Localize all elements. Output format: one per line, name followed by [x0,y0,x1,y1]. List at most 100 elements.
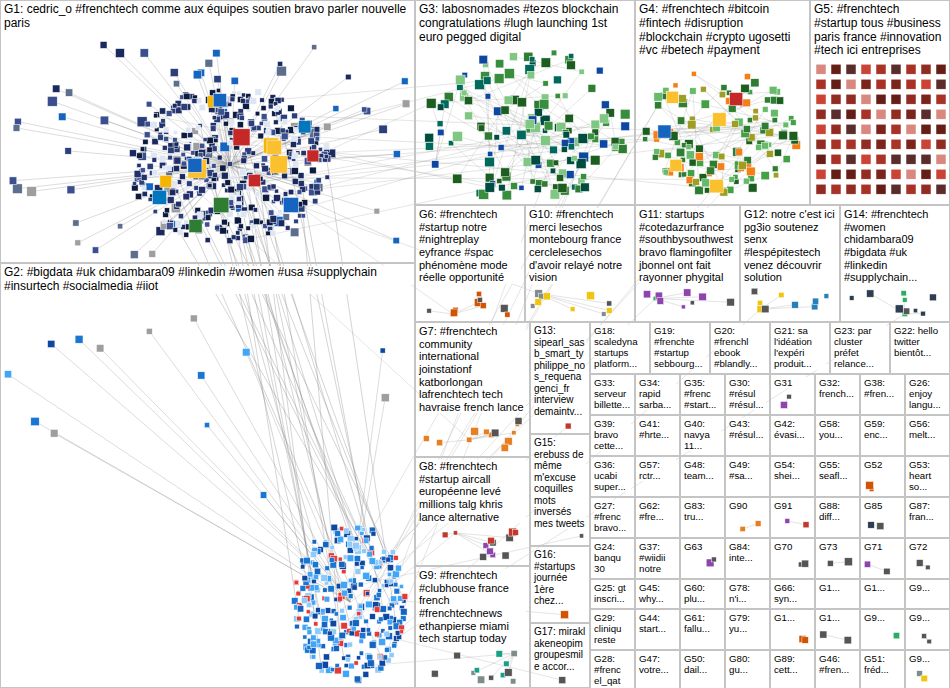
vertex-image [366,591,370,595]
vertex-image [369,547,374,552]
vertex-image [530,304,535,309]
tie-line [295,116,783,135]
vertex-image [334,646,340,652]
vertex-image [702,179,710,187]
vertex-image [356,609,363,616]
vertex-image [328,631,333,636]
group-panel: G29: cliniqu reste [590,609,635,650]
vertex-image [846,139,856,149]
group-panel: G31 [770,374,815,415]
group-label: G48: team... [684,459,721,481]
vertex-image [816,109,826,119]
vertex-image [158,135,163,140]
vertex-image [861,124,871,134]
group-label: G84: inte... [729,541,766,563]
vertex-image [363,572,370,579]
vertex-image [453,131,463,141]
vertex-image [432,161,439,168]
vertex-image [164,208,169,213]
vertex-image [816,169,826,179]
vertex-image [205,238,210,243]
vertex-image [337,536,343,542]
vertex-image [13,125,20,132]
group-label: G87: fran... [909,500,946,522]
vertex-image [572,156,578,162]
vertex-image [581,183,590,192]
vertex-image [248,175,260,187]
group-panel: G52 [860,456,905,497]
group-label: G31 [774,377,811,388]
vertex-image [658,125,671,138]
vertex-image [568,144,574,150]
vertex-image [96,345,104,353]
vertex-image [313,199,318,204]
vertex-image [891,124,901,134]
vertex-image [891,64,901,74]
vertex-image [501,106,509,114]
vertex-image [333,106,339,112]
vertex-image [243,176,247,180]
vertex-image [619,138,625,144]
vertex-image [374,607,380,613]
vertex-image [484,132,492,140]
vertex-image [936,64,946,74]
group-panel: G14: #frenchtech #women chidambara09 #bi… [840,205,950,322]
group-panel: G19: #frenchte #startup sebbourg... [650,322,710,374]
vertex-image [561,146,567,152]
tie-line [177,84,231,165]
group-label: G60: plu... [684,582,721,604]
vertex-image [297,591,302,596]
vertex-image [502,127,510,135]
tie-line [455,533,492,555]
tie-line [104,120,230,165]
vertex-image [323,588,327,592]
vertex-image [14,118,21,125]
vertex-image [876,169,886,179]
vertex-image [152,170,158,176]
group-label: G39: bravo cette... [594,418,631,451]
vertices [4,42,946,685]
vertex-image [214,138,219,143]
vertex-image [431,670,438,677]
vertex-image [346,74,352,80]
vertex-image [394,588,400,594]
group-panel: G1: cedric_o #frenchtech comme aux équip… [0,0,415,263]
vertex-image [164,137,169,142]
vertex-image [427,309,432,314]
vertex-image [513,530,519,536]
group-label: G1: cedric_o #frenchtech comme aux équip… [4,3,411,31]
vertex-image [390,550,395,555]
vertex-image [50,429,58,437]
vertex-image [558,183,567,192]
vertex-image [173,166,179,172]
vertex-image [292,161,299,168]
vertex-image [294,219,299,224]
vertex-image [241,93,245,97]
vertex-image [282,173,288,179]
vertex-image [921,169,931,179]
tie-line [226,124,352,633]
vertex-image [844,637,851,644]
vertex-image [208,184,212,188]
group-panel: G9... [905,579,950,609]
group-panel: G49: #sa... [725,456,770,497]
vertex-image [534,186,541,193]
vertex-image [423,436,429,442]
vertex-image [210,126,216,132]
vertex-image [363,671,369,677]
vertex-image [688,170,695,177]
vertex-image [846,184,856,194]
vertex-image [861,169,871,179]
vertex-image [501,444,508,451]
vertex-image [262,165,269,172]
vertex-image [339,526,343,530]
vertex-image [371,531,376,536]
vertex-image [314,184,320,190]
vertex-image [816,139,826,149]
vertex-image [461,90,467,96]
group-label: G32: french... [819,377,856,399]
vertex-image [696,145,704,153]
vertex-image [831,94,841,104]
vertex-image [364,619,369,624]
group-label: G19: #frenchte #startup sebbourg... [654,325,706,370]
